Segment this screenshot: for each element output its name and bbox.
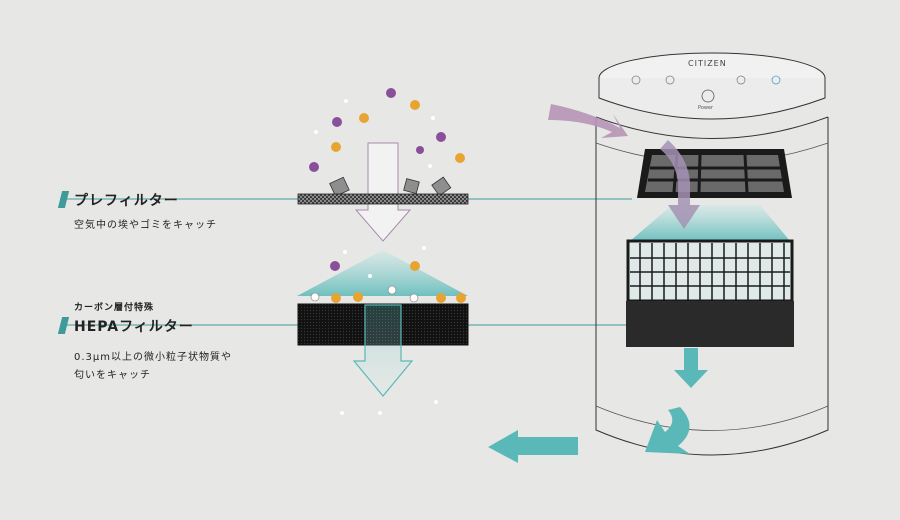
pollen-icon	[410, 100, 420, 110]
particles-upper	[309, 88, 465, 197]
fine-particle	[431, 116, 435, 120]
control-button-icon	[771, 75, 781, 85]
outflow-left-arrow-icon	[488, 430, 578, 463]
outflow-curve-arrow-icon	[645, 407, 690, 454]
bacteria-icon	[310, 292, 320, 302]
pollen-icon	[353, 292, 363, 302]
fine-particle	[422, 246, 426, 250]
particles-bottom	[340, 400, 438, 415]
intake-arrow-icon	[548, 104, 628, 138]
pollen-icon	[331, 142, 341, 152]
fine-particle	[434, 400, 438, 404]
pollen-icon	[456, 293, 466, 303]
air-purifier-device	[488, 52, 829, 463]
device-hepa-grid	[626, 239, 794, 303]
fine-particle	[343, 250, 347, 254]
hepa-pre-label: カーボン層付特殊	[74, 303, 155, 313]
prefilter-description: 空気中の埃やゴミをキャッチ	[74, 220, 217, 231]
hepa-description-line-2: 匂いをキャッチ	[74, 370, 151, 381]
control-button-icon	[631, 75, 641, 85]
power-label: Power	[698, 105, 714, 111]
pollen-icon	[410, 261, 420, 271]
virus-icon	[386, 88, 396, 98]
power-button-icon	[701, 89, 715, 103]
fine-particle	[368, 274, 372, 278]
pollen-icon	[359, 113, 369, 123]
fine-particle	[340, 411, 344, 415]
bacteria-icon	[387, 285, 397, 295]
prefilter-title: プレフィルター	[74, 193, 179, 209]
pollen-icon	[436, 293, 446, 303]
intake-down-arrow-icon	[660, 140, 700, 229]
fine-particle	[314, 130, 318, 134]
airflow-fan-hepa	[297, 250, 468, 296]
particles-lower	[310, 246, 466, 303]
virus-icon	[416, 146, 424, 154]
fine-particle	[378, 411, 382, 415]
virus-icon	[309, 162, 319, 172]
dust-icon	[431, 176, 452, 197]
outflow-down-arrow-icon	[674, 348, 708, 388]
virus-icon	[332, 117, 342, 127]
fine-particle	[344, 99, 348, 103]
down-arrow-clean-icon	[352, 304, 414, 397]
virus-icon	[436, 132, 446, 142]
virus-icon	[330, 261, 340, 271]
pollen-icon	[331, 293, 341, 303]
brand-logo: CITIZEN	[688, 59, 727, 68]
bacteria-icon	[409, 293, 419, 303]
prefilter-slab	[297, 193, 469, 205]
down-arrow-outline-icon	[354, 142, 412, 242]
hepa-title: HEPAフィルター	[74, 319, 194, 335]
control-button-icon	[665, 75, 675, 85]
dust-icon	[403, 178, 420, 195]
fine-particle	[428, 164, 432, 168]
control-button-icon	[736, 75, 746, 85]
pollen-icon	[455, 153, 465, 163]
hepa-description-line-1: 0.3μm以上の微小粒子状物質や	[74, 352, 233, 363]
dust-icon	[329, 176, 350, 197]
device-hepa-base	[626, 301, 794, 347]
